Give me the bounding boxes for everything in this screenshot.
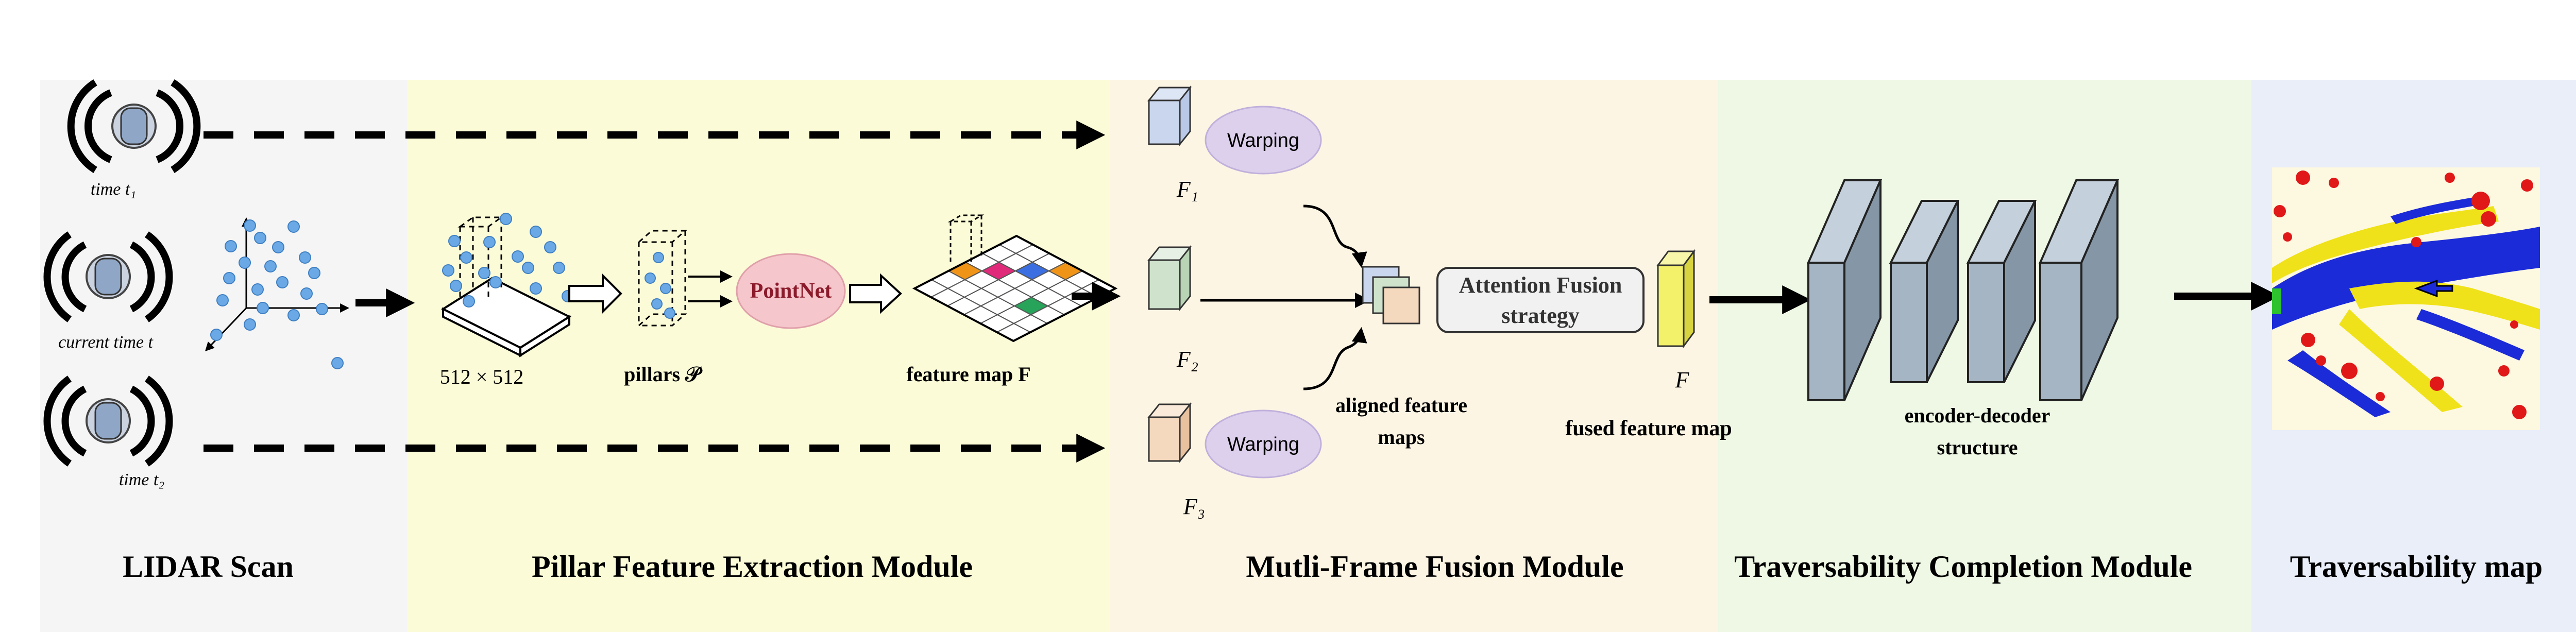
pointnet-node (736, 253, 846, 329)
lidar-t1-label: time t₁ (91, 180, 136, 199)
grid-point (512, 250, 524, 263)
hollow-arrow-2 (849, 273, 902, 314)
warping-label-1: Warping (1227, 130, 1299, 151)
grid-point (530, 226, 542, 238)
fused-feature-block (1656, 249, 1696, 349)
cloud-point (272, 241, 284, 253)
grid-point (544, 241, 556, 253)
pillar-point (645, 272, 656, 284)
grid-point (500, 213, 512, 225)
grid-point (448, 235, 461, 247)
lidar-sensor-t1 (67, 79, 201, 173)
cloud-point (223, 272, 235, 284)
grid-plane (440, 216, 572, 357)
feature-block-f3 (1147, 402, 1192, 464)
fused-symbol: F (1675, 367, 1690, 392)
grid-point (442, 264, 454, 277)
attention-fusion-box (1436, 267, 1645, 333)
cloud-point (251, 283, 264, 296)
cloud-point (244, 318, 256, 331)
attention-label-line1: Attention Fusion (1459, 272, 1622, 298)
grid-point (522, 262, 534, 274)
cloud-point (216, 294, 229, 306)
curved-arrow-from-bottom (1303, 327, 1367, 390)
feature-block-f2 (1147, 245, 1192, 312)
cloud-point (225, 240, 237, 252)
pillar-point (653, 252, 664, 263)
lidar-t2-label: time t₂ (119, 470, 164, 489)
lidar-current-label: current time t (58, 333, 154, 352)
grid-point (460, 251, 472, 264)
curved-arrow-from-top (1303, 204, 1367, 268)
grid-point (530, 282, 542, 295)
fused-label: fused feature map (1565, 417, 1732, 440)
grid-points (442, 213, 574, 308)
grid-point (553, 262, 565, 274)
completion-module-title: Traversability Completion Module (1734, 550, 2192, 584)
pillar-panel (407, 80, 1110, 632)
cloud-point (239, 257, 251, 269)
fusion-panel (1110, 80, 1718, 632)
warping-label-2: Warping (1227, 434, 1299, 455)
warping-node-2 (1205, 409, 1322, 479)
encdec-label-line1: encoder-decoder (1905, 404, 2050, 427)
lidar-panel (40, 80, 407, 632)
grid-point (463, 295, 475, 308)
pointnet-label: PointNet (750, 279, 832, 303)
traversability-map-image (2272, 167, 2540, 430)
cloud-point (264, 260, 277, 272)
f3-label: F₃ (1183, 494, 1205, 519)
cloud-point (287, 220, 300, 233)
cloud-point (331, 357, 344, 369)
grid-size-label: 512 × 512 (440, 365, 524, 388)
lidar-module-title: LIDAR Scan (123, 550, 294, 584)
cloud-point (300, 287, 313, 300)
feature-map-label: feature map F (906, 363, 1030, 386)
output-module-title: Traversability map (2290, 550, 2543, 584)
warping-node-1 (1205, 106, 1322, 175)
grid-point (483, 236, 496, 248)
cloud-point (287, 309, 300, 321)
f1-label: F₁ (1176, 177, 1198, 202)
aligned-label-line2: maps (1378, 425, 1425, 449)
pillar-point (660, 283, 671, 294)
point-cloud-points (210, 219, 344, 369)
feature-map-grid (912, 234, 1118, 343)
fusion-module-title: Mutli-Frame Fusion Module (1246, 550, 1623, 584)
cloud-point (299, 251, 311, 264)
pillars-label: pillars 𝒫 (624, 363, 703, 386)
grid-point (489, 276, 502, 288)
lidar-sensor-t2 (43, 375, 173, 467)
aligned-label-line1: aligned feature (1335, 394, 1467, 417)
feature-block-f1 (1147, 85, 1192, 147)
grid-point (478, 267, 490, 279)
cloud-point (244, 219, 256, 232)
cloud-point (276, 276, 289, 288)
f2-label: F₂ (1176, 347, 1198, 372)
pillar-point (664, 308, 675, 319)
aligned-feature-maps (1362, 266, 1420, 324)
feature-map-pillar (947, 214, 985, 265)
attention-label-line2: strategy (1501, 303, 1580, 328)
hollow-arrow-1 (568, 273, 622, 314)
lidar-sensor-current (43, 231, 173, 322)
cloud-point (316, 303, 328, 315)
cloud-point (254, 232, 266, 244)
pillar-points (645, 252, 675, 319)
pillar-box (637, 230, 687, 327)
cloud-point (257, 302, 269, 314)
pillar-point (651, 298, 663, 310)
pillar-module-title: Pillar Feature Extraction Module (532, 550, 973, 584)
grid-point (450, 280, 462, 292)
encoder-decoder-blocks (1806, 179, 2120, 401)
encdec-label-line2: structure (1937, 436, 2018, 459)
cloud-point (308, 267, 320, 279)
cloud-point (210, 329, 223, 341)
